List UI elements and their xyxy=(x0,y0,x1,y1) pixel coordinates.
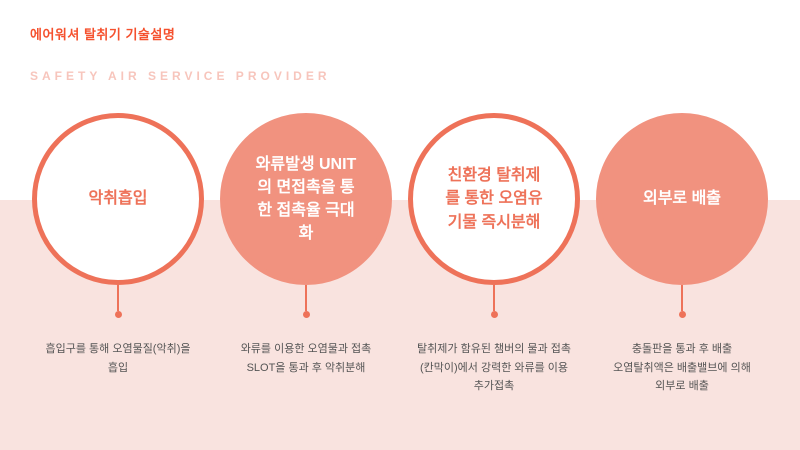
connector-dot xyxy=(678,311,686,318)
step-circle-4: 외부로 배출 xyxy=(596,113,768,285)
step-caption: 충돌판을 통과 후 배출 오염탈취액은 배출밸브에 의해 외부로 배출 xyxy=(613,343,751,393)
step-title: 외부로 배출 xyxy=(642,190,722,208)
page-subtitle: SAFETY AIR SERVICE PROVIDER xyxy=(30,69,331,83)
step-caption: 탈취제가 함유된 챔버의 물과 접촉 (칸막이)에서 강력한 와류를 이용 추가… xyxy=(417,343,571,393)
step-item-4: 외부로 배출 충돌판을 통과 후 배출 오염탈취액은 배출밸브에 의해 외부로 … xyxy=(588,113,776,396)
step-caption: 와류를 이용한 오염물과 접촉 SLOT을 통과 후 악취분해 xyxy=(240,343,372,374)
step-item-3: 친환경 탈취제 를 통한 오염유 기물 즉시분해 탈취제가 함유된 챔버의 물과… xyxy=(400,113,588,396)
connector-dot xyxy=(490,311,498,318)
step-circle-2: 와류발생 UNIT 의 면접촉을 통 한 접촉율 극대 화 xyxy=(220,113,392,285)
step-caption: 흡입구를 통해 오염물질(악취)을 흡입 xyxy=(45,343,191,374)
step-circle-3: 친환경 탈취제 를 통한 오염유 기물 즉시분해 xyxy=(408,113,580,285)
step-title: 친환경 탈취제 를 통한 오염유 기물 즉시분해 xyxy=(445,167,543,231)
step-item-1: 악취흡입 흡입구를 통해 오염물질(악취)을 흡입 xyxy=(24,113,212,396)
connector-line xyxy=(117,285,119,311)
step-circle-1: 악취흡입 xyxy=(32,113,204,285)
step-item-2: 와류발생 UNIT 의 면접촉을 통 한 접촉율 극대 화 와류를 이용한 오염… xyxy=(212,113,400,396)
connector-dot xyxy=(114,311,122,318)
connector-dot xyxy=(302,311,310,318)
connector-line xyxy=(305,285,307,311)
step-title: 악취흡입 xyxy=(88,190,148,208)
connector-line xyxy=(681,285,683,311)
process-steps: 악취흡입 흡입구를 통해 오염물질(악취)을 흡입 와류발생 UNIT 의 면접… xyxy=(0,113,800,396)
connector-line xyxy=(493,285,495,311)
header: 에어워셔 탈취기 기술설명 SAFETY AIR SERVICE PROVIDE… xyxy=(30,24,331,83)
page-title: 에어워셔 탈취기 기술설명 xyxy=(30,27,176,42)
step-title: 와류발생 UNIT 의 면접촉을 통 한 접촉율 극대 화 xyxy=(255,155,357,243)
